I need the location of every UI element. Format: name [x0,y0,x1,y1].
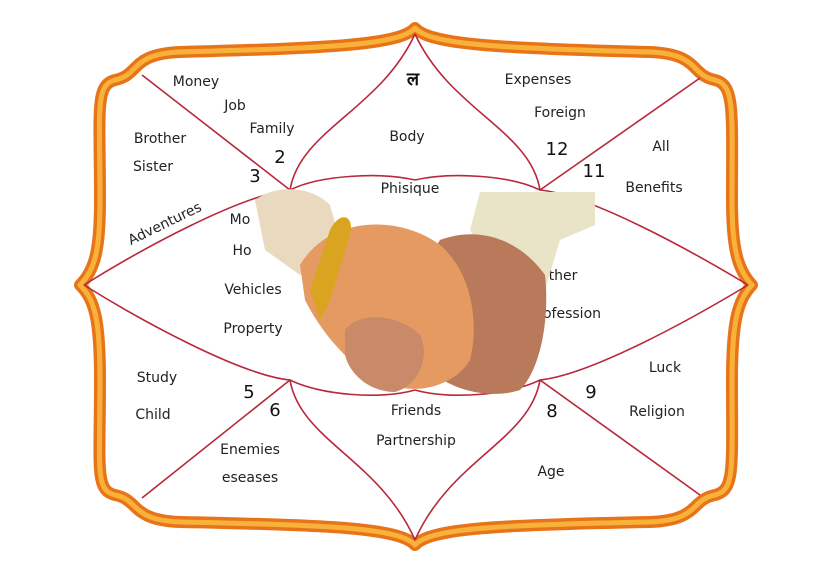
inner-top-right [414,174,541,191]
house11-label: All [652,139,669,155]
house4-label: Mo [230,212,251,228]
house6-label: Enemies [220,442,280,458]
house7-label: Friends [391,403,441,419]
house5-label: Child [135,407,170,423]
fingers [345,317,424,392]
house5-label: Study [137,370,177,386]
bride-hand-henna [300,224,474,389]
house10-label: ofession [543,306,601,322]
house7-label: Partnership [376,433,456,449]
house9-label: Religion [629,404,685,420]
gold-bracelet [310,217,351,320]
house9-label: Luck [649,360,682,376]
house2-number: 2 [274,147,285,168]
house1-label: Phisique [381,181,440,197]
house6-number: 6 [269,400,280,421]
house2-label: Money [173,74,219,90]
diagonal-bottom-right [539,379,701,496]
house2-label: Job [223,98,246,114]
house8-label: Age [537,464,564,480]
house8-number: 8 [546,401,557,422]
house5-number: 5 [243,382,254,403]
house3-label: Brother [134,131,187,147]
house12-label: Foreign [534,105,586,121]
house6-label: eseases [222,470,278,486]
inner-top-left [289,174,416,191]
house3-label: Sister [133,159,173,175]
inner-bottom-right [414,379,541,396]
house9-number: 9 [585,382,596,403]
house4-label: Vehicles [224,282,281,298]
house11-label: Benefits [625,180,682,196]
lagna-symbol: ल [406,69,420,90]
diagonal-top-left [141,74,291,191]
inner-bottom-left [289,379,416,396]
diagonal-top-right [539,77,701,191]
chart-frame [74,22,758,551]
house12-label: Expenses [505,72,572,88]
house4-label: Ho [232,243,251,259]
house1-label: Body [389,129,424,145]
house12-number: 12 [546,139,569,160]
diagonal-bottom-left [141,379,291,499]
house-lines [83,33,749,541]
house10-label: ther [549,268,578,284]
house4-label: Property [223,321,282,337]
joined-hands-image [255,189,595,394]
house3-number: 3 [249,166,260,187]
house2-label: Family [249,121,294,137]
house11-number: 11 [583,161,606,182]
